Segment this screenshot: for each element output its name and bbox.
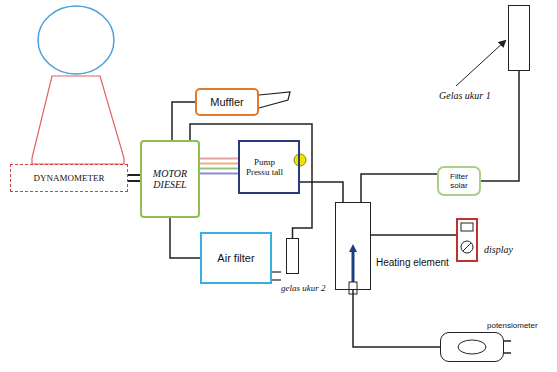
potentiometer-dial xyxy=(458,340,486,354)
pipe-line xyxy=(172,102,195,140)
measuring-glass: Gelas ukur 1 xyxy=(508,5,530,71)
muffler-box: Muffler xyxy=(195,88,259,116)
pipe-line xyxy=(481,71,519,181)
pipe-line xyxy=(128,180,140,182)
node-label: gelas ukur 2 xyxy=(281,283,326,293)
node-label: DYNAMOMETER xyxy=(34,173,105,183)
node-label: Air filter xyxy=(217,252,254,264)
air-intake-pipe xyxy=(272,279,281,280)
pipe-line xyxy=(300,182,343,202)
leader-arrow xyxy=(456,41,505,86)
pipe-line xyxy=(128,174,140,176)
dynamometer-box: DYNAMOMETER xyxy=(10,164,128,192)
display-box: display xyxy=(456,218,478,262)
node-label: Filter solar xyxy=(442,172,476,190)
pipe-line xyxy=(361,174,437,202)
pipe-connector xyxy=(371,235,456,236)
plug-prong xyxy=(504,352,511,354)
pipe-line xyxy=(200,163,238,165)
pipe-line xyxy=(371,234,456,236)
fuel-tank: Heating element xyxy=(335,202,371,290)
node-label: Heating element xyxy=(376,257,449,268)
pipe-connector xyxy=(300,182,343,202)
dynamometer-stand xyxy=(32,76,124,164)
operator-head xyxy=(38,6,114,74)
pipe-line xyxy=(200,158,238,160)
display-knob xyxy=(463,243,471,251)
pipe-connector xyxy=(128,175,140,181)
pipe-line xyxy=(170,218,200,258)
node-label: potensiometer xyxy=(487,321,538,330)
measuring-glass: gelas ukur 2 xyxy=(286,238,299,274)
plug-prong xyxy=(504,340,511,342)
pipe-connector xyxy=(200,159,238,174)
air-intake-pipe xyxy=(272,271,281,272)
pipe-line xyxy=(200,173,238,175)
filter-box: Filter solar xyxy=(437,166,481,196)
pipe-connector xyxy=(353,290,440,347)
pipe-connector xyxy=(481,71,519,181)
display-knob xyxy=(461,241,473,253)
heat-arrow xyxy=(352,248,355,282)
node-label: Gelas ukur 1 xyxy=(439,90,491,101)
node-label: MOTOR DIESEL xyxy=(145,168,195,190)
pipe-connector xyxy=(172,102,195,140)
pump-box: Pump Pressu tall xyxy=(238,140,300,194)
pipe-line xyxy=(190,124,312,238)
node-label: Pump Pressu tall xyxy=(243,157,286,177)
pipe-connector xyxy=(361,174,437,202)
pipe-line xyxy=(353,290,440,347)
potentiometer-box: potensiometer xyxy=(440,332,504,362)
engine-box: MOTOR DIESEL xyxy=(140,140,200,218)
air-filter-box: Air filter xyxy=(200,232,272,284)
node-label: display xyxy=(484,244,513,255)
pipe-connector xyxy=(170,218,200,258)
pipe-line xyxy=(200,168,238,170)
exhaust-pipe xyxy=(259,92,290,108)
display-screen xyxy=(461,223,473,231)
node-label: Muffler xyxy=(210,96,243,108)
pipe-connector xyxy=(190,124,312,238)
pressure-gauge xyxy=(294,154,306,166)
